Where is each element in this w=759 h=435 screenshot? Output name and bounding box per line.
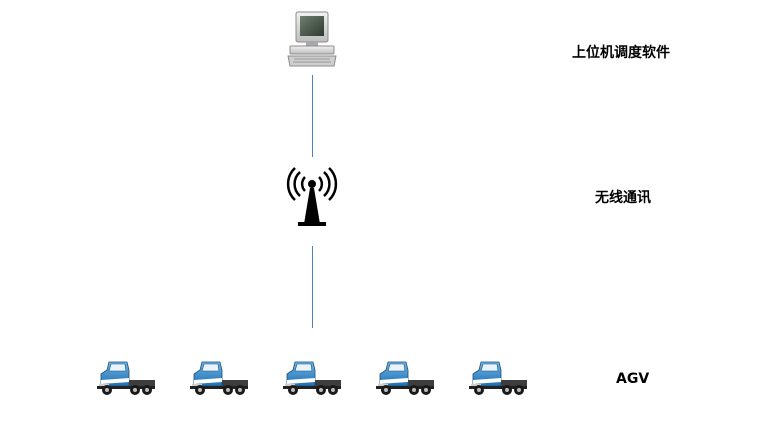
host-software-label: 上位机调度软件 — [572, 42, 670, 62]
truck-icon — [469, 360, 529, 396]
truck-icon — [97, 360, 157, 396]
truck-icon — [190, 360, 250, 396]
wireless-label: 无线通讯 — [595, 187, 651, 207]
agv-label: AGV — [616, 371, 649, 387]
connector-line — [312, 75, 313, 157]
truck-icon — [376, 360, 436, 396]
computer-icon — [286, 10, 338, 68]
truck-icon — [283, 360, 343, 396]
connector-line — [312, 246, 313, 328]
antenna-icon — [286, 166, 338, 228]
